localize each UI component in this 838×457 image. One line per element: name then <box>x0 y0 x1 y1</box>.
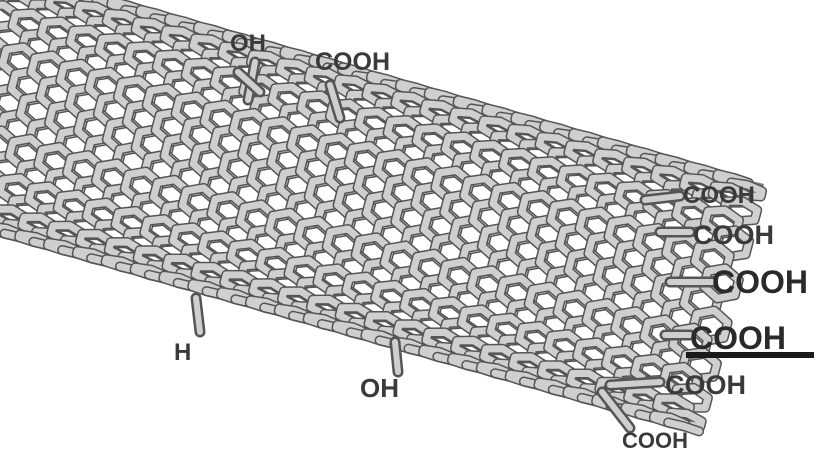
scale-bar <box>686 352 814 358</box>
functional-group-bond <box>235 69 263 95</box>
functional-group-bond <box>599 389 633 431</box>
cooh-label-bottom: COOH <box>622 428 688 453</box>
functional-group-bonds <box>190 56 718 434</box>
cooh-label-right-4: COOH <box>690 320 786 356</box>
hexagon-ring <box>664 419 703 435</box>
oh-label-top: OH <box>230 30 266 57</box>
cooh-label-right-2: COOH <box>693 220 774 250</box>
h-label: H <box>174 339 192 366</box>
functional-group-bond <box>607 379 663 388</box>
functional-group-bond <box>392 339 401 375</box>
cooh-label-top: COOH <box>315 48 390 76</box>
hexagon-ring <box>700 264 743 302</box>
cooh-label-right-3: COOH <box>712 264 808 300</box>
cooh-label-right-1: COOH <box>683 182 755 209</box>
cooh-label-right-5: COOH <box>665 370 746 400</box>
functional-group-bond <box>642 193 683 203</box>
oh-label-bottom: OH <box>360 373 399 403</box>
functional-group-bond <box>193 295 203 335</box>
nanotube-front-wall <box>0 0 768 437</box>
functional-group-bond <box>327 82 343 121</box>
